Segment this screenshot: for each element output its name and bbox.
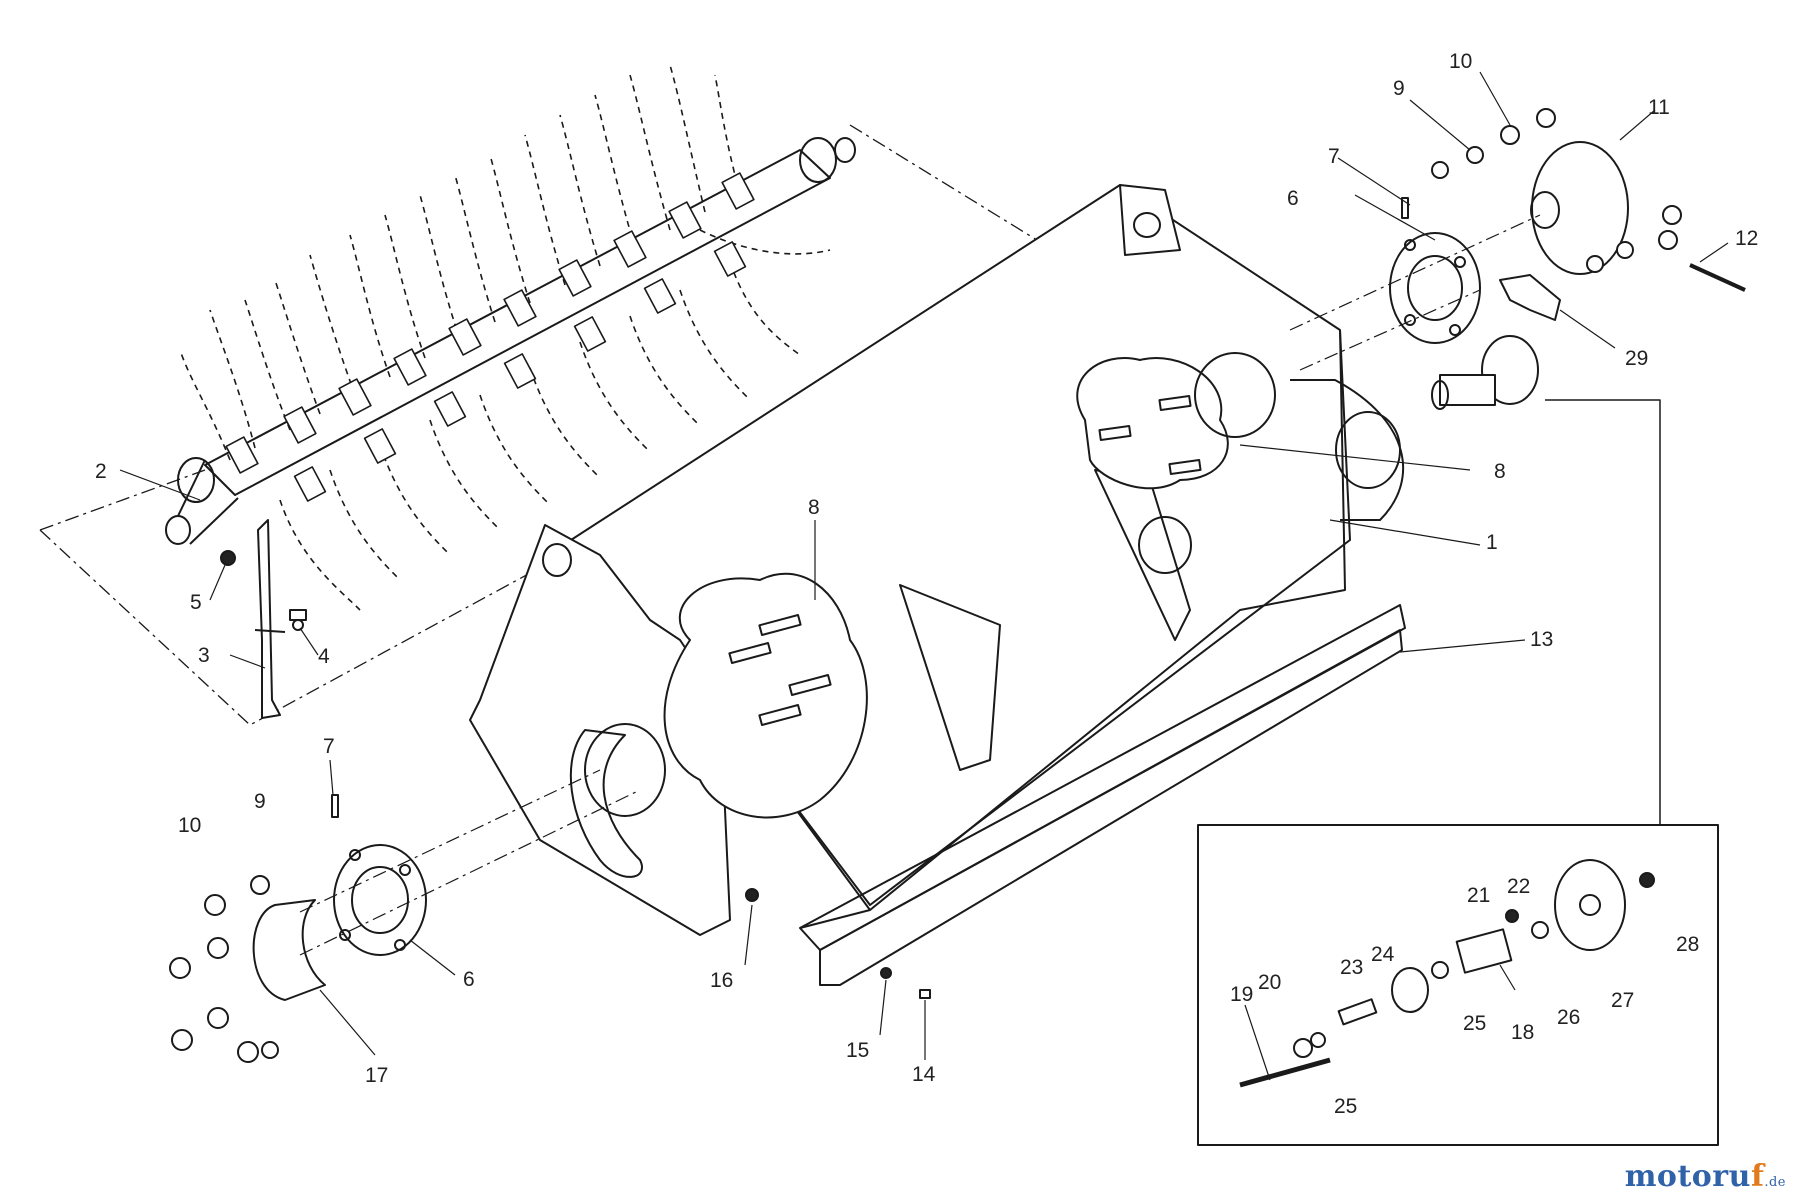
wear-strip [799, 604, 1406, 986]
idler-stub [1431, 335, 1539, 410]
callout-13: 13 [1530, 628, 1553, 651]
callout-16: 16 [710, 969, 733, 992]
callout-labels: 1 2 3 4 5 6 6 7 7 8 8 9 9 10 10 11 12 13… [95, 50, 1758, 1118]
fastener-15 [880, 967, 892, 979]
leader-lines [119, 71, 1729, 1081]
nut-5 [220, 550, 236, 566]
callout-25-bottom: 25 [1334, 1095, 1357, 1118]
callout-22: 22 [1507, 875, 1530, 898]
callout-5: 5 [190, 591, 202, 614]
left-cap [252, 899, 326, 1001]
right-nuts [1431, 108, 1682, 273]
callout-10-left: 10 [178, 814, 201, 837]
fastener-16 [745, 888, 759, 902]
callout-14: 14 [912, 1063, 936, 1086]
right-axis-lines [1289, 214, 1541, 371]
fastener-14 [919, 989, 931, 999]
callout-4: 4 [318, 645, 330, 668]
right-flange [1389, 232, 1481, 344]
bolt-4 [289, 609, 307, 631]
callout-24: 24 [1371, 943, 1395, 966]
main-housing [469, 184, 1405, 936]
callout-8-top: 8 [808, 496, 820, 519]
callout-11: 11 [1648, 96, 1670, 119]
callout-25-right: 25 [1463, 1012, 1486, 1035]
callout-2: 2 [95, 460, 107, 483]
callout-17: 17 [365, 1064, 388, 1087]
left-flange [333, 844, 427, 956]
callout-8-right: 8 [1494, 460, 1506, 483]
callout-18: 18 [1511, 1021, 1534, 1044]
left-axis-lines [299, 769, 641, 956]
callout-26: 26 [1557, 1006, 1580, 1029]
callout-1: 1 [1486, 531, 1498, 554]
inset-detail-box [1197, 399, 1719, 1146]
callout-6-right: 6 [1287, 187, 1299, 210]
callout-7-left: 7 [323, 735, 335, 758]
callout-3: 3 [198, 644, 210, 667]
callout-6-left: 6 [463, 968, 475, 991]
left-nuts [169, 875, 279, 1063]
callout-21: 21 [1467, 884, 1490, 907]
watermark-brand: motoruf [1624, 1159, 1765, 1194]
tine-part [254, 519, 286, 719]
bracket-29 [1499, 274, 1561, 321]
callout-7-right: 7 [1328, 145, 1340, 168]
brand-watermark: motoruf.de [1625, 1159, 1786, 1194]
callout-9-right: 9 [1393, 77, 1405, 100]
callout-10-right: 10 [1449, 50, 1472, 73]
callout-15: 15 [846, 1039, 869, 1062]
callout-19: 19 [1230, 983, 1253, 1006]
right-pin-7 [1401, 197, 1409, 219]
watermark-accent-letter: f [1750, 1159, 1765, 1194]
pulley-11 [1530, 141, 1629, 275]
callout-20: 20 [1258, 971, 1281, 994]
flail-blades [179, 64, 831, 611]
callout-28: 28 [1676, 933, 1699, 956]
callout-9-left: 9 [254, 790, 266, 813]
callout-12: 12 [1735, 227, 1758, 250]
stud-12 [1689, 263, 1746, 292]
watermark-tld: .de [1764, 1175, 1786, 1190]
callout-29: 29 [1625, 347, 1648, 370]
left-pin-7 [331, 794, 339, 818]
callout-27: 27 [1611, 989, 1634, 1012]
callout-23: 23 [1340, 956, 1363, 979]
